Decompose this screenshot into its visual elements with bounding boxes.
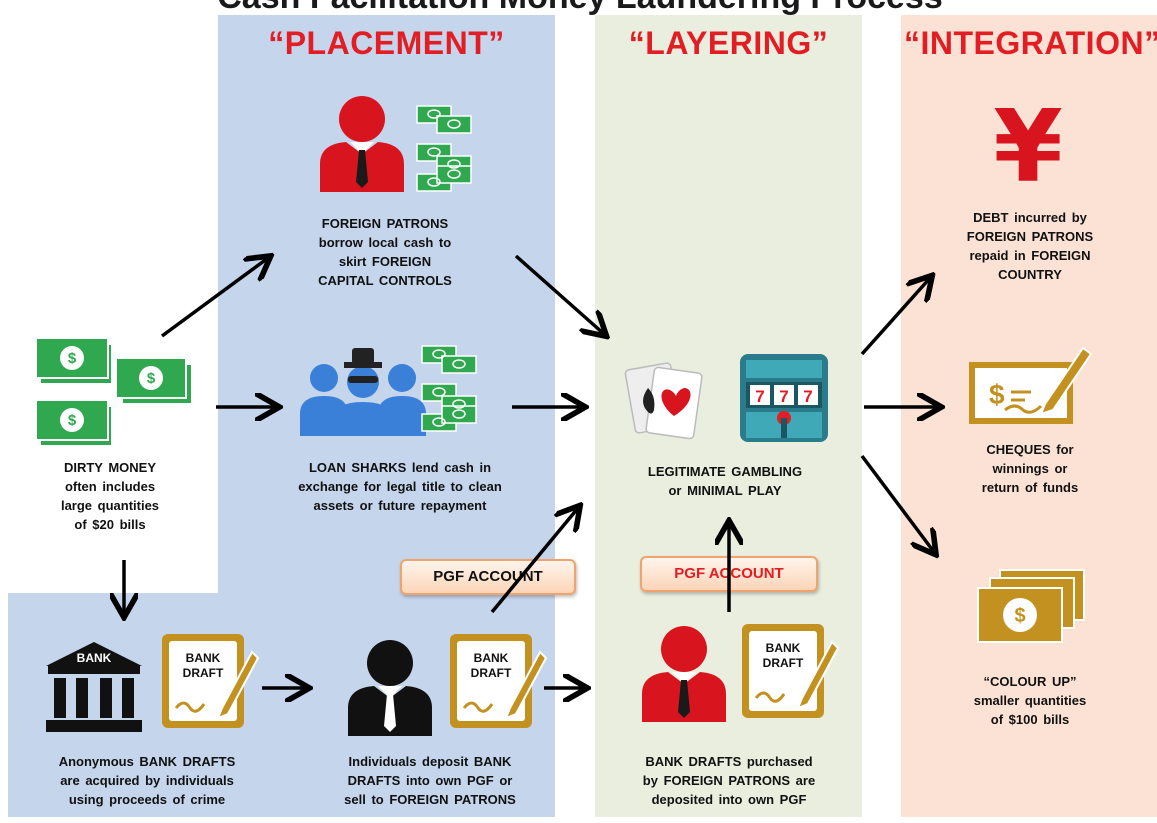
businessman-icon [642,626,726,722]
drafts-purchased-text: BANK DRAFTS purchased by FOREIGN PATRONS… [642,754,816,807]
draft-label-line1: BANK [186,651,221,665]
bank-draft-icon: BANK DRAFT [742,624,840,718]
draft-label-line2: DRAFT [471,666,512,680]
arrow-patrons-to-gambling [514,254,604,334]
individuals-deposit-text: Individuals deposit BANK DRAFTS into own… [344,754,516,807]
stage-header-integration: “INTEGRATION” [904,25,1157,61]
draft-label-line2: DRAFT [183,666,224,680]
bank-label: BANK [77,651,112,665]
gold-bills-icon: $ [977,569,1085,643]
draft-label-line2: DRAFT [763,656,804,670]
bank-draft-icon: BANK DRAFT [450,634,548,728]
dollar-sign: $ [68,412,77,429]
colour-up-text: “COLOUR UP” smaller quantities of $100 b… [973,674,1087,727]
money-stack-icon: $ $ $ [35,337,193,447]
stage-header-placement: “PLACEMENT” [268,25,505,61]
yen-icon: ¥ [993,88,1063,205]
cash-notes-icon [421,345,477,432]
loan-shark-group-icon [300,348,426,436]
playing-cards-icon [624,362,703,440]
arrow-pgf-to-gambling [490,508,578,614]
gold-dollar: $ [1014,605,1025,627]
businessman-icon [320,96,404,192]
dirty-money-text: DIRTY MONEY often includes large quantit… [60,460,160,532]
cash-notes-icon [416,105,472,192]
cheques-text: CHEQUES for winnings or return of funds [981,442,1079,495]
placement-panel [218,15,555,593]
slot-digit-2: 7 [779,387,788,406]
loan-sharks-text: LOAN SHARKS lend cash in exchange for le… [298,460,502,513]
stage-header-layering: “LAYERING” [628,25,829,61]
slot-digit-3: 7 [803,387,812,406]
draft-label-line1: BANK [766,641,801,655]
slot-digit-1: 7 [755,387,764,406]
dollar-sign: $ [68,350,77,367]
businessman-icon [348,640,432,736]
anonymous-drafts-text: Anonymous BANK DRAFTS are acquired by in… [58,754,236,807]
page-title: Cash Facilitation Money Laundering Proce… [150,0,1010,17]
cheque-dollar: $ [989,379,1005,410]
pgf-account-badge: PGF ACCOUNT [400,559,576,595]
cheque-icon: $ [969,346,1093,424]
debt-text: DEBT incurred by FOREIGN PATRONS repaid … [966,210,1094,282]
draft-label-line1: BANK [474,651,509,665]
arrow-to-foreign-patrons [160,258,268,338]
arrow-to-debt [860,278,930,356]
bank-building-icon: BANK [46,642,142,732]
gambling-text: LEGITIMATE GAMBLING or MINIMAL PLAY [647,464,803,498]
arrow-to-colour-up [860,454,934,552]
bank-draft-icon: BANK DRAFT [162,634,260,728]
foreign-patrons-text: FOREIGN PATRONS borrow local cash to ski… [318,216,452,288]
dollar-sign: $ [147,370,156,387]
slot-machine-icon: 7 7 7 [740,354,828,442]
